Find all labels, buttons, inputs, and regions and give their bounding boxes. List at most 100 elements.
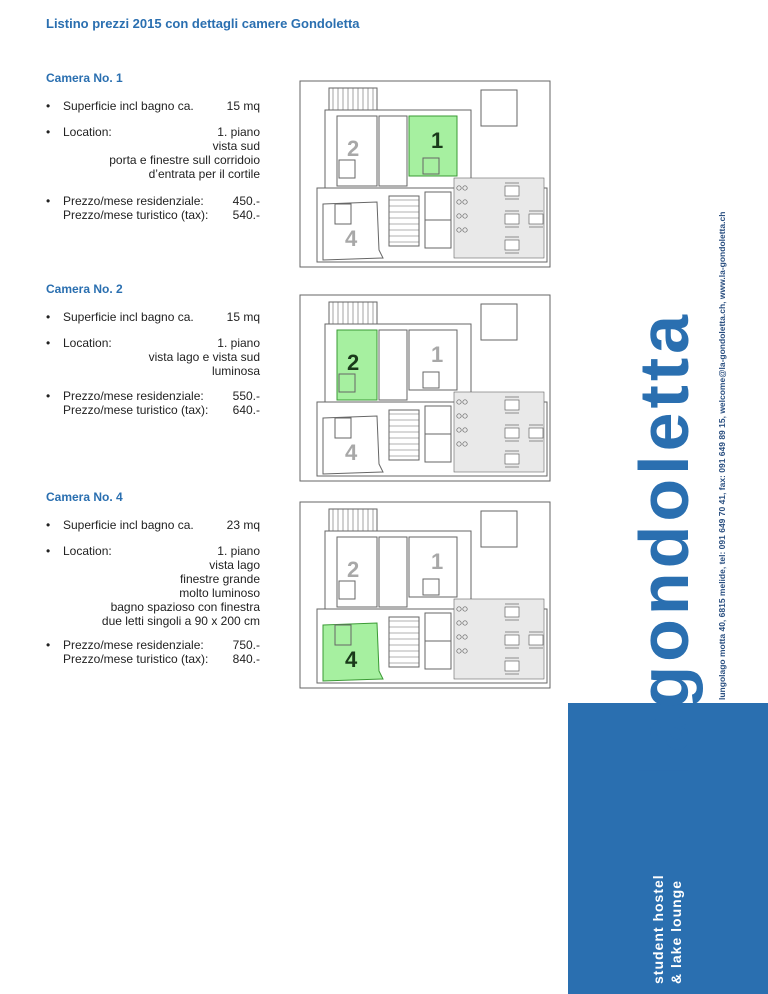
plan-burner: [462, 413, 468, 419]
plan-burner: [456, 606, 462, 612]
plan-room-4: [322, 415, 384, 475]
plan-corridor: [378, 329, 408, 401]
page-title: Listino prezzi 2015 con dettagli camere …: [46, 16, 360, 31]
plan-burner: [456, 413, 462, 419]
location-line: due letti singoli a 90 x 200 cm: [101, 614, 260, 628]
plan-room-4: [322, 201, 384, 261]
size-label: Superficie incl bagno ca.: [63, 518, 194, 532]
plan-bath-1: [422, 157, 440, 175]
bullet-icon: •: [46, 544, 51, 558]
location-lines: 1. piano vista sud porta e finestre sull…: [109, 125, 260, 181]
location-line: 1. piano: [217, 125, 260, 139]
room-1-prices: Prezzo/mese residenziale: 450.- Prezzo/me…: [63, 194, 260, 222]
plan-table: [504, 185, 520, 197]
plan-burner: [456, 620, 462, 626]
bullet-icon: •: [46, 99, 51, 113]
price-tour-label: Prezzo/mese turistico (tax):: [63, 403, 209, 417]
price-res-value: 450.-: [232, 194, 260, 208]
plan-lower-wing: [316, 608, 548, 684]
plan-burner: [456, 185, 462, 191]
bullet-icon: •: [46, 310, 51, 324]
plan-room-2: [336, 536, 378, 608]
plan-frame: [299, 501, 551, 689]
bullet-icon: •: [46, 518, 51, 532]
location-line: 1. piano: [217, 336, 260, 350]
plan-lower-wing: [316, 187, 548, 263]
plan-burner: [456, 648, 462, 654]
plan-table: [504, 427, 520, 439]
plan-burner: [456, 441, 462, 447]
plan-burner: [462, 185, 468, 191]
plan-bath-4: [334, 624, 352, 646]
price-tour-label: Prezzo/mese turistico (tax):: [63, 652, 209, 666]
location-line: vista lago e vista sud: [148, 350, 260, 364]
plan-room-2: [336, 329, 378, 401]
location-lines: 1. piano vista lago e vista sud luminosa: [149, 336, 260, 378]
plan-burner: [462, 620, 468, 626]
plan-top-right-block: [480, 303, 518, 341]
plan-room-1: [408, 329, 458, 391]
plan-stair-inner: [388, 195, 420, 247]
location-label: Location:: [63, 125, 112, 139]
plan-burner: [462, 648, 468, 654]
brand-logo-text: lagondoletta: [625, 310, 703, 775]
location-label: Location:: [63, 544, 112, 558]
price-res-value: 750.-: [232, 638, 260, 652]
plan-table: [504, 239, 520, 251]
plan-top-right-block: [480, 89, 518, 127]
plan-table: [504, 634, 520, 646]
plan-frame: [299, 294, 551, 482]
plan-bath-2: [338, 159, 356, 179]
room-2-heading: Camera No. 2: [46, 282, 123, 296]
plan-burner: [462, 227, 468, 233]
plan-table: [528, 427, 544, 439]
price-tour-value: 840.-: [232, 652, 260, 666]
location-line: finestre grande: [179, 572, 260, 586]
price-tour-value: 540.-: [232, 208, 260, 222]
room-4-location-row: • Location: 1. piano vista lago finestre…: [46, 544, 260, 630]
bullet-icon: •: [46, 125, 51, 139]
plan-room-label-2: 2: [347, 557, 359, 582]
plan-table: [504, 606, 520, 618]
plan-bath-4: [334, 203, 352, 225]
plan-bath-4: [334, 417, 352, 439]
plan-burner: [462, 441, 468, 447]
plan-bath-1: [422, 371, 440, 389]
plan-bath-2: [338, 580, 356, 600]
price-res-label: Prezzo/mese residenziale:: [63, 389, 204, 403]
size-value: 23 mq: [226, 518, 260, 532]
room-4-prices: Prezzo/mese residenziale:750.- Prezzo/me…: [63, 638, 260, 666]
plan-burner: [456, 213, 462, 219]
plan-room-label-2: 2: [347, 136, 359, 161]
plan-room-2: [336, 115, 378, 187]
plan-burner: [462, 634, 468, 640]
plan-burner: [462, 427, 468, 433]
price-res-label: Prezzo/mese residenziale:: [63, 194, 204, 208]
plan-room-4: [322, 622, 384, 682]
location-line: vista sud: [212, 139, 260, 153]
plan-burner: [462, 213, 468, 219]
plan-table: [504, 213, 520, 225]
bullet-icon: •: [46, 389, 51, 403]
room-1-heading: Camera No. 1: [46, 71, 123, 85]
brand-sidebar: [568, 703, 768, 994]
plan-burner: [462, 399, 468, 405]
price-res-value: 550.-: [232, 389, 260, 403]
room-1-location-row: • Location: 1. piano vista sud porta e f…: [46, 125, 260, 183]
plan-corridor: [378, 115, 408, 187]
price-tour-label: Prezzo/mese turistico (tax):: [63, 208, 209, 222]
plan-burner: [456, 427, 462, 433]
location-line: 1. piano: [217, 544, 260, 558]
plan-stair-inner: [388, 616, 420, 668]
plan-burner: [456, 634, 462, 640]
plan-frame: [299, 80, 551, 268]
plan-room-1: [408, 536, 458, 598]
plan-burner: [456, 199, 462, 205]
brand-tagline: student hostel & lake lounge: [649, 874, 685, 984]
location-line: porta e finestre sull corridoio: [109, 153, 260, 167]
plan-lower-wing: [316, 401, 548, 477]
price-tour-value: 640.-: [232, 403, 260, 417]
